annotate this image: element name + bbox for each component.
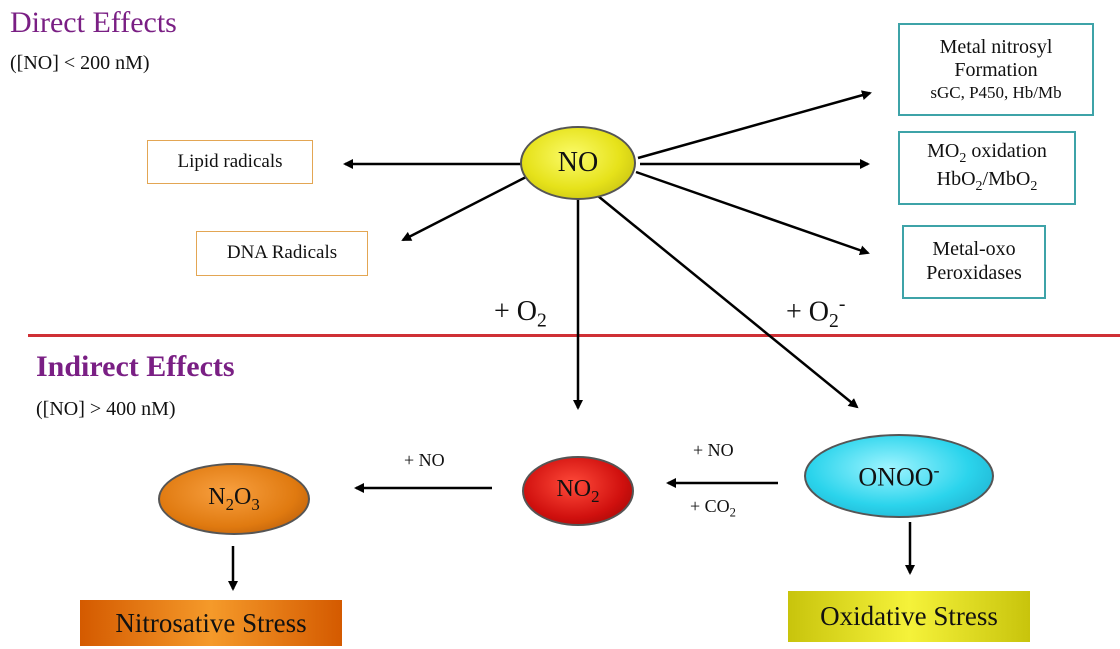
direct-effects-condition: ([NO] < 200 nM)	[10, 52, 150, 74]
n2o3-node-label: N2O3	[208, 483, 260, 514]
oxidative-stress-label: Oxidative Stress	[820, 601, 998, 631]
metal-nitrosyl-line1: Metal nitrosyl	[939, 35, 1053, 58]
metal-nitrosyl-line2: Formation	[954, 59, 1038, 82]
arrow-no-to-metal-oxo	[635, 170, 870, 256]
mo2-oxidation-box: MO2 oxidation HbO2/MbO2	[898, 131, 1076, 205]
lipid-radicals-box: Lipid radicals	[147, 140, 313, 184]
indirect-effects-condition: ([NO] > 400 nM)	[36, 398, 176, 420]
no2-node: NO2	[522, 456, 634, 526]
plus-o2-label: + O2	[494, 296, 547, 332]
metal-nitrosyl-box: Metal nitrosyl Formation sGC, P450, Hb/M…	[898, 23, 1094, 116]
direct-effects-title: Direct Effects	[10, 6, 177, 39]
metal-oxo-line1: Metal-oxo	[932, 238, 1016, 261]
metal-nitrosyl-line3: sGC, P450, Hb/Mb	[930, 83, 1062, 103]
dna-radicals-box: DNA Radicals	[196, 231, 368, 276]
hbo2-mbo2-line: HbO2/MbO2	[936, 168, 1038, 194]
indirect-effects-title: Indirect Effects	[36, 350, 235, 383]
metal-oxo-box: Metal-oxo Peroxidases	[902, 225, 1046, 299]
metal-oxo-line2: Peroxidases	[926, 262, 1022, 284]
arrow-no-to-dna	[401, 174, 529, 242]
nitrosative-stress-box: Nitrosative Stress	[80, 600, 342, 646]
plus-no-right-label: + NO	[693, 440, 734, 460]
lipid-radicals-label: Lipid radicals	[177, 150, 283, 172]
nitrosative-stress-label: Nitrosative Stress	[115, 607, 307, 638]
no-node-label: NO	[557, 147, 599, 178]
dna-radicals-label: DNA Radicals	[226, 242, 338, 264]
section-divider	[28, 334, 1120, 337]
no2-node-label: NO2	[556, 475, 600, 506]
onoo-node: ONOO-	[804, 434, 994, 518]
plus-no-left-label: + NO	[404, 450, 445, 470]
n2o3-node: N2O3	[158, 463, 310, 535]
mo2-oxidation-line1: MO2 oxidation	[927, 140, 1047, 167]
no-node: NO	[520, 126, 636, 200]
arrow-no-to-onoo	[597, 195, 859, 409]
onoo-node-label: ONOO-	[858, 459, 940, 492]
plus-superoxide-label: + O2-	[786, 294, 846, 332]
plus-co2-label: + CO2	[690, 496, 736, 520]
oxidative-stress-box: Oxidative Stress	[788, 591, 1030, 642]
arrow-no-to-metal-nitrosyl	[637, 90, 872, 160]
